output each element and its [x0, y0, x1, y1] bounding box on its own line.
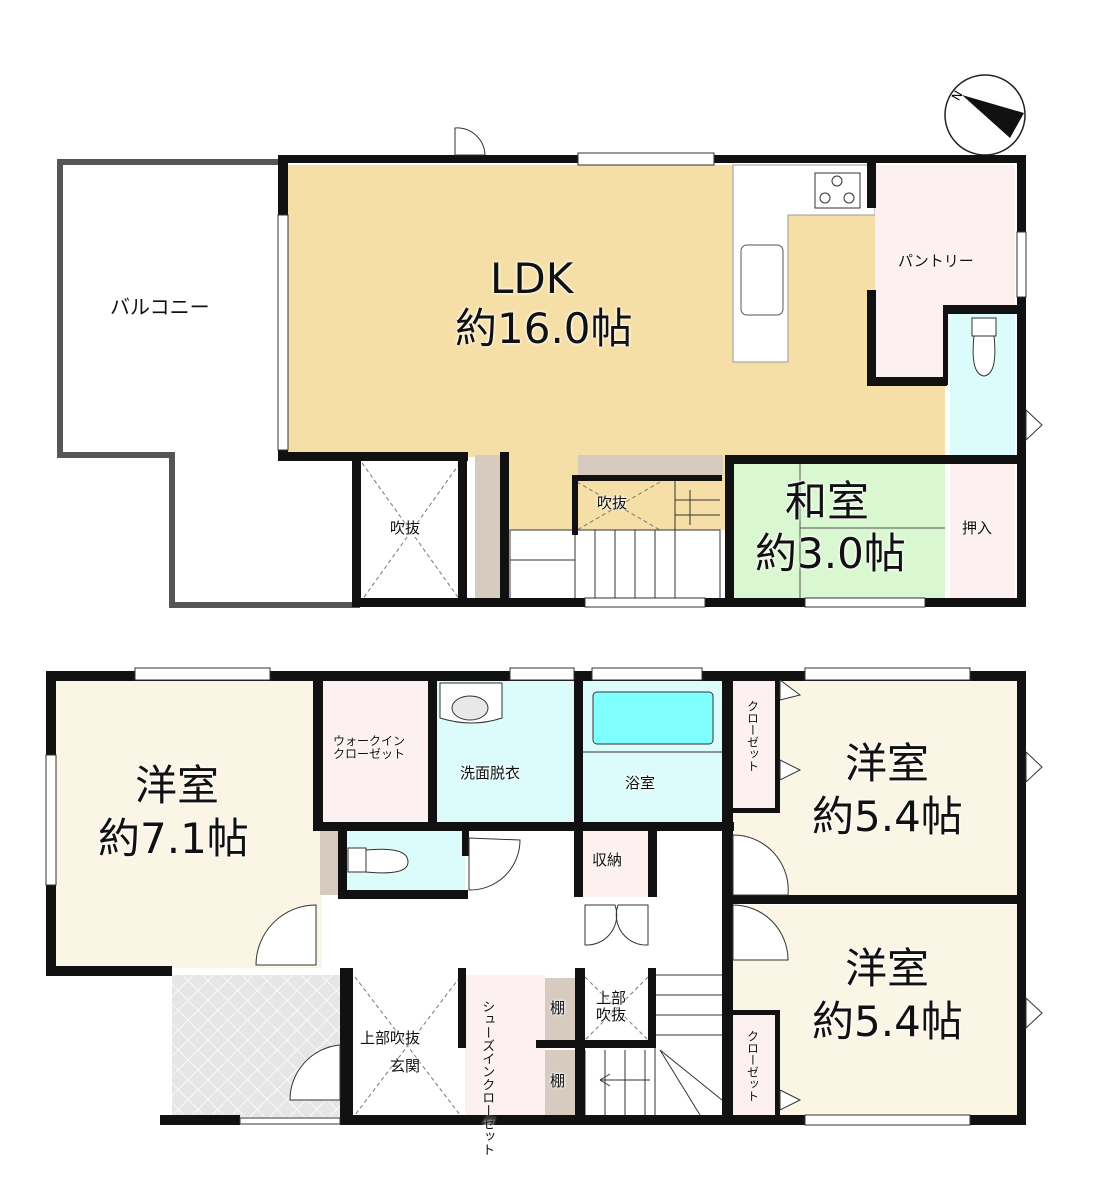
entrance-label: 玄関 [390, 1057, 421, 1075]
closet-c-floor [733, 1015, 775, 1115]
stove-icon [814, 172, 861, 209]
washitsu-size: 約3.0帖 [755, 529, 906, 578]
oshiire-label: 押入 [962, 519, 993, 537]
room-54c-label: 洋室 [845, 944, 930, 993]
room-71-label: 洋室 [135, 761, 220, 810]
wic-floor [320, 680, 430, 826]
void-stairs-label: 吹抜 [597, 494, 628, 512]
bathroom-label: 浴室 [625, 774, 656, 792]
pantry-label: パントリー [898, 252, 974, 270]
balcony-label: バルコニー [110, 295, 210, 319]
compass-icon: N [944, 74, 1026, 156]
room-54b-floor [733, 680, 1017, 895]
washitsu-floor [733, 463, 945, 600]
washroom-label: 洗面脱衣 [460, 764, 521, 782]
ldk-label: LDK [490, 254, 574, 303]
room-71-size: 約7.1帖 [98, 814, 249, 863]
stair-void-label: 上部 吹抜 [596, 989, 627, 1024]
shelf-1-label: 棚 [550, 999, 566, 1017]
void-left [361, 462, 461, 601]
oshiire-floor [950, 463, 1015, 600]
closet-b-floor [733, 680, 775, 808]
void-stairs [576, 481, 661, 531]
room-54b-size: 約5.4帖 [812, 792, 963, 841]
closet-c-label: クローゼット [745, 1030, 760, 1102]
room-54c-size: 約5.4帖 [812, 997, 963, 1046]
shoes-closet-label: シューズインクローゼット [479, 1000, 495, 1156]
toilet-icon [971, 317, 997, 377]
ldk-size: 約16.0帖 [455, 304, 633, 353]
stair-void [584, 976, 649, 1041]
lower-stairs [584, 974, 723, 1116]
storage-label: 収納 [592, 851, 623, 869]
shoes-closet-floor [465, 975, 545, 1117]
room-54b-label: 洋室 [845, 739, 930, 788]
closet-b-label: クローゼット [745, 700, 760, 772]
shelf-1 [545, 978, 575, 1040]
washitsu-label: 和室 [785, 477, 870, 526]
lower-walls [46, 671, 1026, 1125]
storage-floor [582, 830, 648, 897]
entrance-void [354, 976, 461, 1116]
void-left-label: 吹抜 [390, 519, 421, 537]
wic-label: ウォークイン クローゼット [333, 734, 406, 762]
toilet-icon-lower [347, 847, 409, 874]
shelf-2 [545, 1050, 575, 1115]
balcony-outline [57, 159, 360, 608]
shelf-2-label: 棚 [550, 1072, 566, 1090]
bathtub-icon [592, 691, 714, 745]
sink-icon [740, 244, 784, 316]
entrance-void-label: 上部吹抜 [360, 1029, 421, 1047]
